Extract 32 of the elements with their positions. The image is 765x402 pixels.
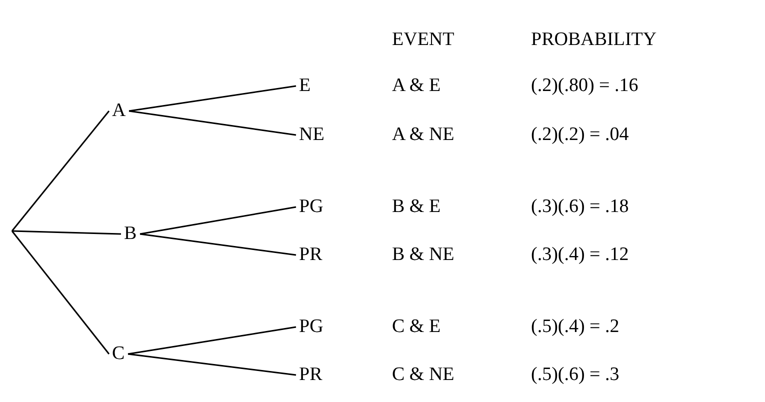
probability-text: (.2)(.80) = .16 [531,75,638,97]
branch-label: C [109,343,128,365]
event-text: B & E [392,196,441,218]
branch-label: PG [296,196,326,218]
column-header: EVENT [392,29,454,51]
column-header: PROBABILITY [531,29,657,51]
branch-label: PR [296,364,326,386]
branch-label: PG [296,316,326,338]
event-text: C & NE [392,364,454,386]
branch-line [128,353,296,376]
event-text: A & NE [392,124,454,146]
probability-text: (.5)(.6) = .3 [531,364,620,386]
branch-label: E [296,75,314,97]
branch-line [140,233,296,256]
branch-label: A [109,100,129,122]
branch-line [11,230,110,354]
branch-line [12,230,122,235]
branch-label: B [121,223,140,245]
event-text: A & E [392,75,441,97]
branch-label: NE [296,124,328,146]
probability-text: (.2)(.2) = .04 [531,124,629,146]
probability-text: (.3)(.6) = .18 [531,196,629,218]
branch-line [128,326,296,355]
branch-line [128,110,296,136]
branch-line [128,85,296,112]
branch-label: PR [296,244,326,266]
probability-text: (.5)(.4) = .2 [531,316,620,338]
branch-line [11,110,110,232]
branch-line [140,206,296,235]
probability-text: (.3)(.4) = .12 [531,244,629,266]
event-text: B & NE [392,244,454,266]
event-text: C & E [392,316,441,338]
